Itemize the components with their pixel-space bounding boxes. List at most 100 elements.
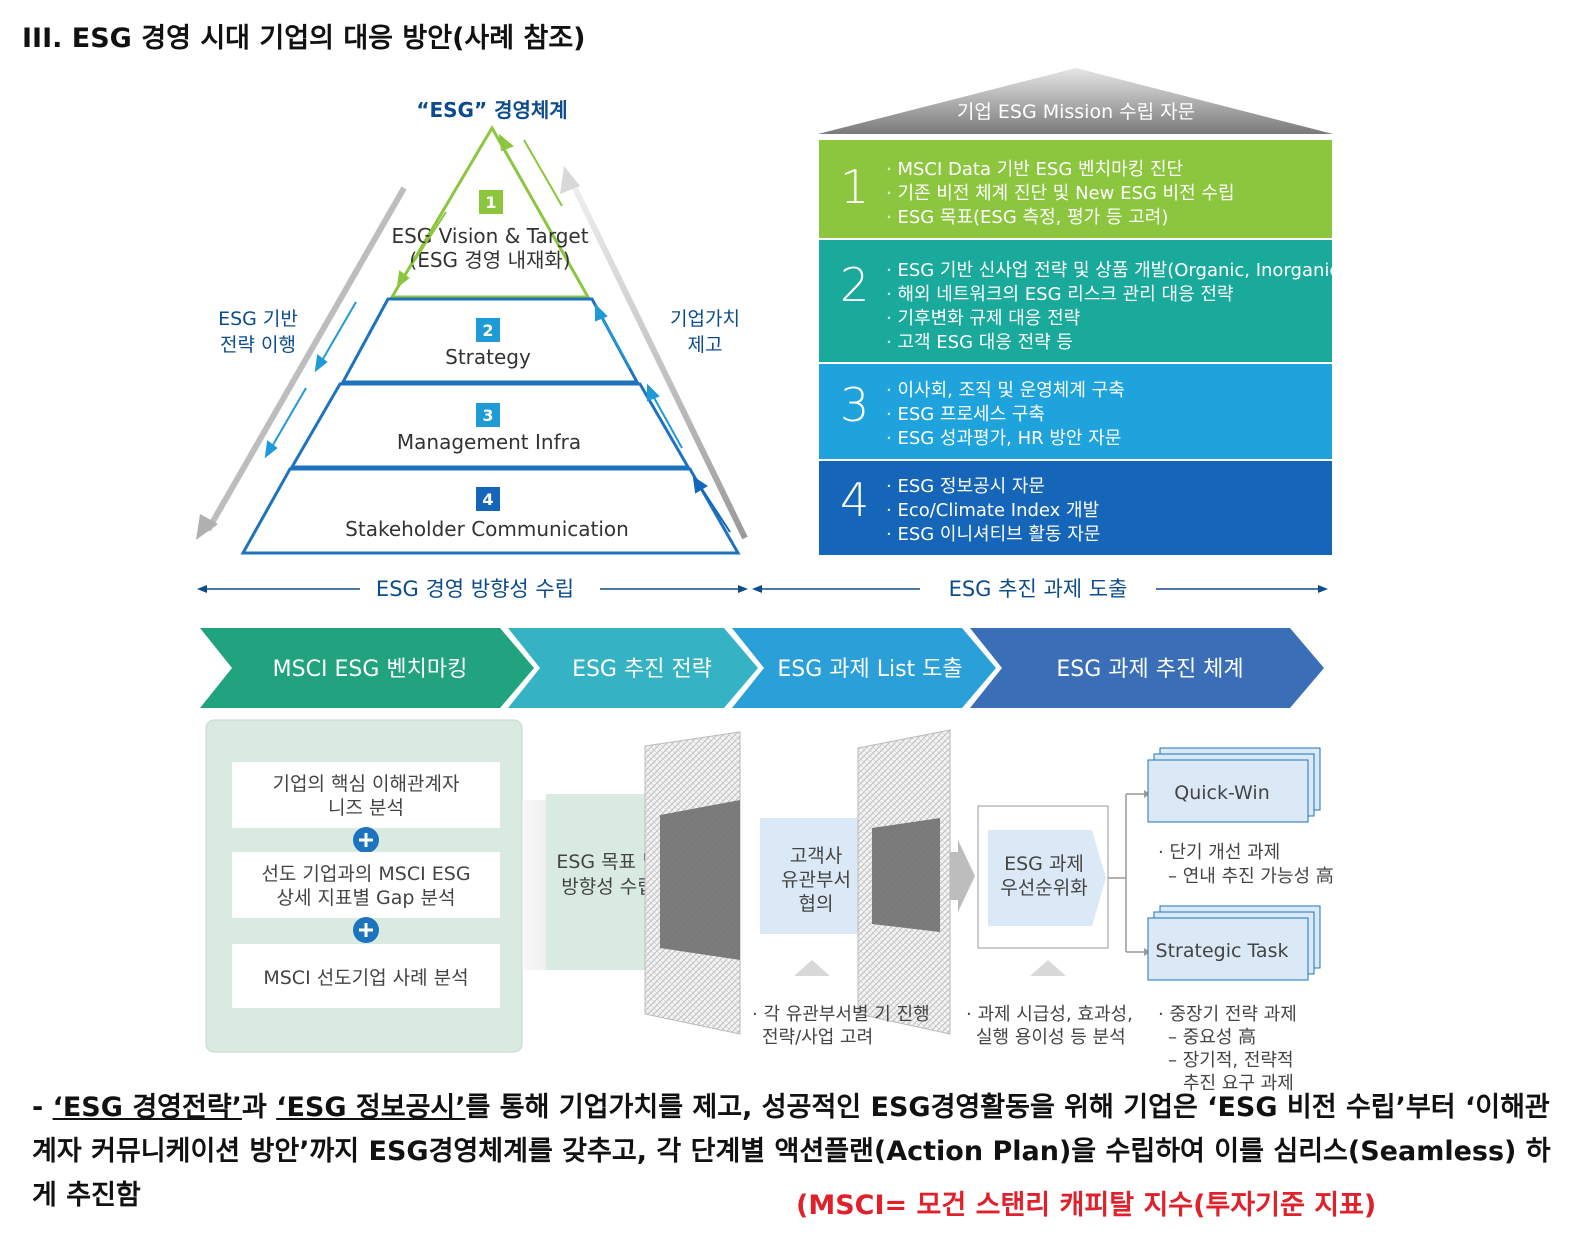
- mission-band-4: 4 · ESG 정보공시 자문 · Eco/Climate Index 개발 ·…: [819, 461, 1332, 555]
- svg-text:Strategic Task: Strategic Task: [1156, 940, 1289, 962]
- funnel-2-inner: [872, 818, 940, 932]
- svg-text:· 이사회, 조직 및 운영체계 구축: · 이사회, 조직 및 운영체계 구축: [886, 380, 1125, 401]
- triangle-marker: [1030, 960, 1066, 976]
- svg-text:3: 3: [482, 406, 493, 425]
- svg-text:· ESG 이니셔티브 활동 자문: · ESG 이니셔티브 활동 자문: [886, 524, 1100, 545]
- needs-analysis-box: 기업의 핵심 이해관계자 니즈 분석: [232, 762, 500, 828]
- svg-text:· 고객 ESG 대응 전략 등: · 고객 ESG 대응 전략 등: [886, 332, 1073, 353]
- footer-connector: 과: [241, 1092, 277, 1123]
- mission-band-2: 2 · ESG 기반 신사업 전략 및 상품 개발(Organic, Inorg…: [819, 240, 1346, 362]
- svg-text:ESG 목표 및: ESG 목표 및: [556, 851, 659, 873]
- svg-text:ESG 과제 List 도출: ESG 과제 List 도출: [777, 657, 962, 682]
- footer-paragraph: - ‘ESG 경영전략’과 ‘ESG 정보공시’를 통해 기업가치를 제고, 성…: [32, 1086, 1562, 1218]
- level-3-label: Management Infra: [397, 430, 581, 454]
- priority-box: ESG 과제 우선순위화: [988, 830, 1106, 926]
- mission-band-3: 3 · 이사회, 조직 및 운영체계 구축 · ESG 프로세스 구축 · ES…: [819, 364, 1332, 459]
- funnel-1-inner: [660, 800, 740, 960]
- svg-text:고객사: 고객사: [790, 845, 842, 867]
- svg-text:· ESG 목표(ESG 측정, 평가 등 고려): · ESG 목표(ESG 측정, 평가 등 고려): [886, 207, 1168, 228]
- svg-text:· ESG 기반 신사업 전략 및 상품 개발(Organi: · ESG 기반 신사업 전략 및 상품 개발(Organic, Inorgan…: [886, 260, 1346, 281]
- svg-text:3: 3: [840, 378, 869, 432]
- level-badge-1: 1: [479, 190, 503, 214]
- pyramid-level-2: [340, 297, 640, 384]
- pyramid-level-3: [289, 382, 691, 469]
- svg-text:2: 2: [840, 258, 869, 312]
- svg-text:· Eco/Climate Index 개발: · Eco/Climate Index 개발: [886, 500, 1099, 521]
- page-title: III. ESG 경영 시대 기업의 대응 방안(사례 참조): [22, 23, 586, 54]
- goal-setting-box: ESG 목표 및 방향성 수립: [546, 794, 676, 970]
- level-badge-3: 3: [476, 403, 500, 427]
- phase-arrow-left: [197, 585, 748, 593]
- svg-text:Quick-Win: Quick-Win: [1174, 782, 1270, 804]
- svg-text:· 기후변화 규제 대응 전략: · 기후변화 규제 대응 전략: [886, 308, 1080, 329]
- right-side-label-1: 기업가치: [670, 308, 740, 330]
- stage-chevron-2: ESG 추진 전략: [508, 628, 758, 708]
- svg-text:4: 4: [482, 490, 493, 509]
- quick-win-card: Quick-Win: [1147, 747, 1321, 823]
- case-analysis-box: MSCI 선도기업 사례 분석: [232, 944, 500, 1008]
- svg-text:1: 1: [485, 193, 496, 212]
- strategic-task-card: Strategic Task: [1147, 905, 1321, 981]
- left-side-label-2: 전략 이행: [220, 334, 296, 356]
- level-1-line2: (ESG 경영 내재화): [409, 248, 570, 272]
- svg-text:· 해외 네트워크의 ESG 리스크 관리 대응 전략: · 해외 네트워크의 ESG 리스크 관리 대응 전략: [886, 284, 1233, 305]
- level-2-label: Strategy: [445, 345, 531, 369]
- plus-icon: [353, 827, 379, 853]
- mission-band-1: 1 · MSCI Data 기반 ESG 벤치마킹 진단 · 기존 비전 체계 …: [819, 140, 1332, 238]
- svg-text:2: 2: [482, 321, 493, 340]
- output-bracket: [1108, 793, 1144, 953]
- phase-arrow-right: [752, 585, 1328, 593]
- svg-text:· MSCI Data 기반 ESG 벤치마킹 진단: · MSCI Data 기반 ESG 벤치마킹 진단: [886, 159, 1183, 180]
- pyramid: [240, 125, 741, 555]
- quick-win-note-2: – 연내 추진 가능성 高: [1168, 866, 1334, 887]
- svg-text:상세 지표별 Gap 분석: 상세 지표별 Gap 분석: [277, 887, 456, 909]
- svg-text:ESG 과제 추진 체계: ESG 과제 추진 체계: [1056, 657, 1243, 682]
- msci-note: (MSCI= 모건 스탠리 캐피탈 지수(투자기준 지표): [796, 1190, 1377, 1221]
- left-side-label-1: ESG 기반: [218, 308, 298, 330]
- mission-title: 기업 ESG Mission 수립 자문: [957, 101, 1195, 123]
- footer-underlined-2: ‘ESG 정보공시’: [276, 1092, 466, 1123]
- plus-icon: [353, 917, 379, 943]
- consult-note-1: · 각 유관부서별 기 진행: [752, 1004, 930, 1025]
- level-1-line1: ESG Vision & Target: [391, 224, 588, 248]
- svg-text:· ESG 정보공시 자문: · ESG 정보공시 자문: [886, 476, 1045, 497]
- pyramid-title: “ESG” 경영체계: [416, 98, 567, 122]
- svg-text:ESG 과제: ESG 과제: [1004, 853, 1084, 875]
- flow-arrow: [950, 840, 975, 912]
- priority-note-1: · 과제 시급성, 효과성,: [966, 1004, 1133, 1025]
- svg-text:방향성 수립: 방향성 수립: [561, 876, 654, 898]
- svg-text:· 기존 비전 체계 진단 및 New ESG 비전 수립: · 기존 비전 체계 진단 및 New ESG 비전 수립: [886, 183, 1235, 204]
- level-badge-2: 2: [476, 318, 500, 342]
- priority-note-2: 실행 용이성 등 분석: [976, 1027, 1126, 1048]
- stage-chevron-1: MSCI ESG 벤치마킹: [200, 628, 534, 708]
- pyramid-level-4: [240, 467, 741, 555]
- svg-text:협의: 협의: [799, 893, 834, 915]
- svg-text:선도 기업과의 MSCI ESG: 선도 기업과의 MSCI ESG: [261, 863, 470, 885]
- svg-text:우선순위화: 우선순위화: [1000, 877, 1087, 899]
- footer-end-char: 함: [115, 1180, 141, 1211]
- footer-body: 를 통해 기업가치를 제고, 성공적인 ESG경영활동을 위해 기업은 ‘ESG…: [32, 1092, 1551, 1211]
- footer-dash: -: [32, 1092, 53, 1123]
- stage-chevron-4: ESG 과제 추진 체계: [970, 628, 1324, 708]
- gray-arrow-left: [196, 186, 407, 540]
- consult-box: 고객사 유관부서 협의: [760, 818, 878, 934]
- consult-note-2: 전략/사업 고려: [762, 1027, 873, 1048]
- stage-chevron-3: ESG 과제 List 도출: [732, 628, 996, 708]
- inner-arrows: [264, 133, 731, 533]
- strategic-note-2: – 중요성 高: [1168, 1027, 1256, 1048]
- mission-roof: [818, 68, 1333, 134]
- svg-text:MSCI 선도기업 사례 분석: MSCI 선도기업 사례 분석: [263, 967, 468, 989]
- svg-text:MSCI ESG 벤치마킹: MSCI ESG 벤치마킹: [273, 657, 468, 682]
- svg-text:4: 4: [840, 473, 869, 527]
- strategic-note-4: 추진 요구 과제: [1183, 1073, 1294, 1094]
- quick-win-note-1: · 단기 개선 과제: [1158, 842, 1280, 863]
- phase-left-label: ESG 경영 방향성 수립: [376, 577, 574, 601]
- svg-text:니즈 분석: 니즈 분석: [328, 797, 404, 819]
- level-badge-4: 4: [476, 487, 500, 511]
- right-side-label-2: 제고: [688, 334, 723, 356]
- svg-text:· ESG 프로세스 구축: · ESG 프로세스 구축: [886, 404, 1045, 425]
- svg-text:1: 1: [840, 160, 869, 214]
- triangle-marker: [794, 960, 830, 976]
- strategic-note-3: – 장기적, 전략적: [1168, 1050, 1294, 1071]
